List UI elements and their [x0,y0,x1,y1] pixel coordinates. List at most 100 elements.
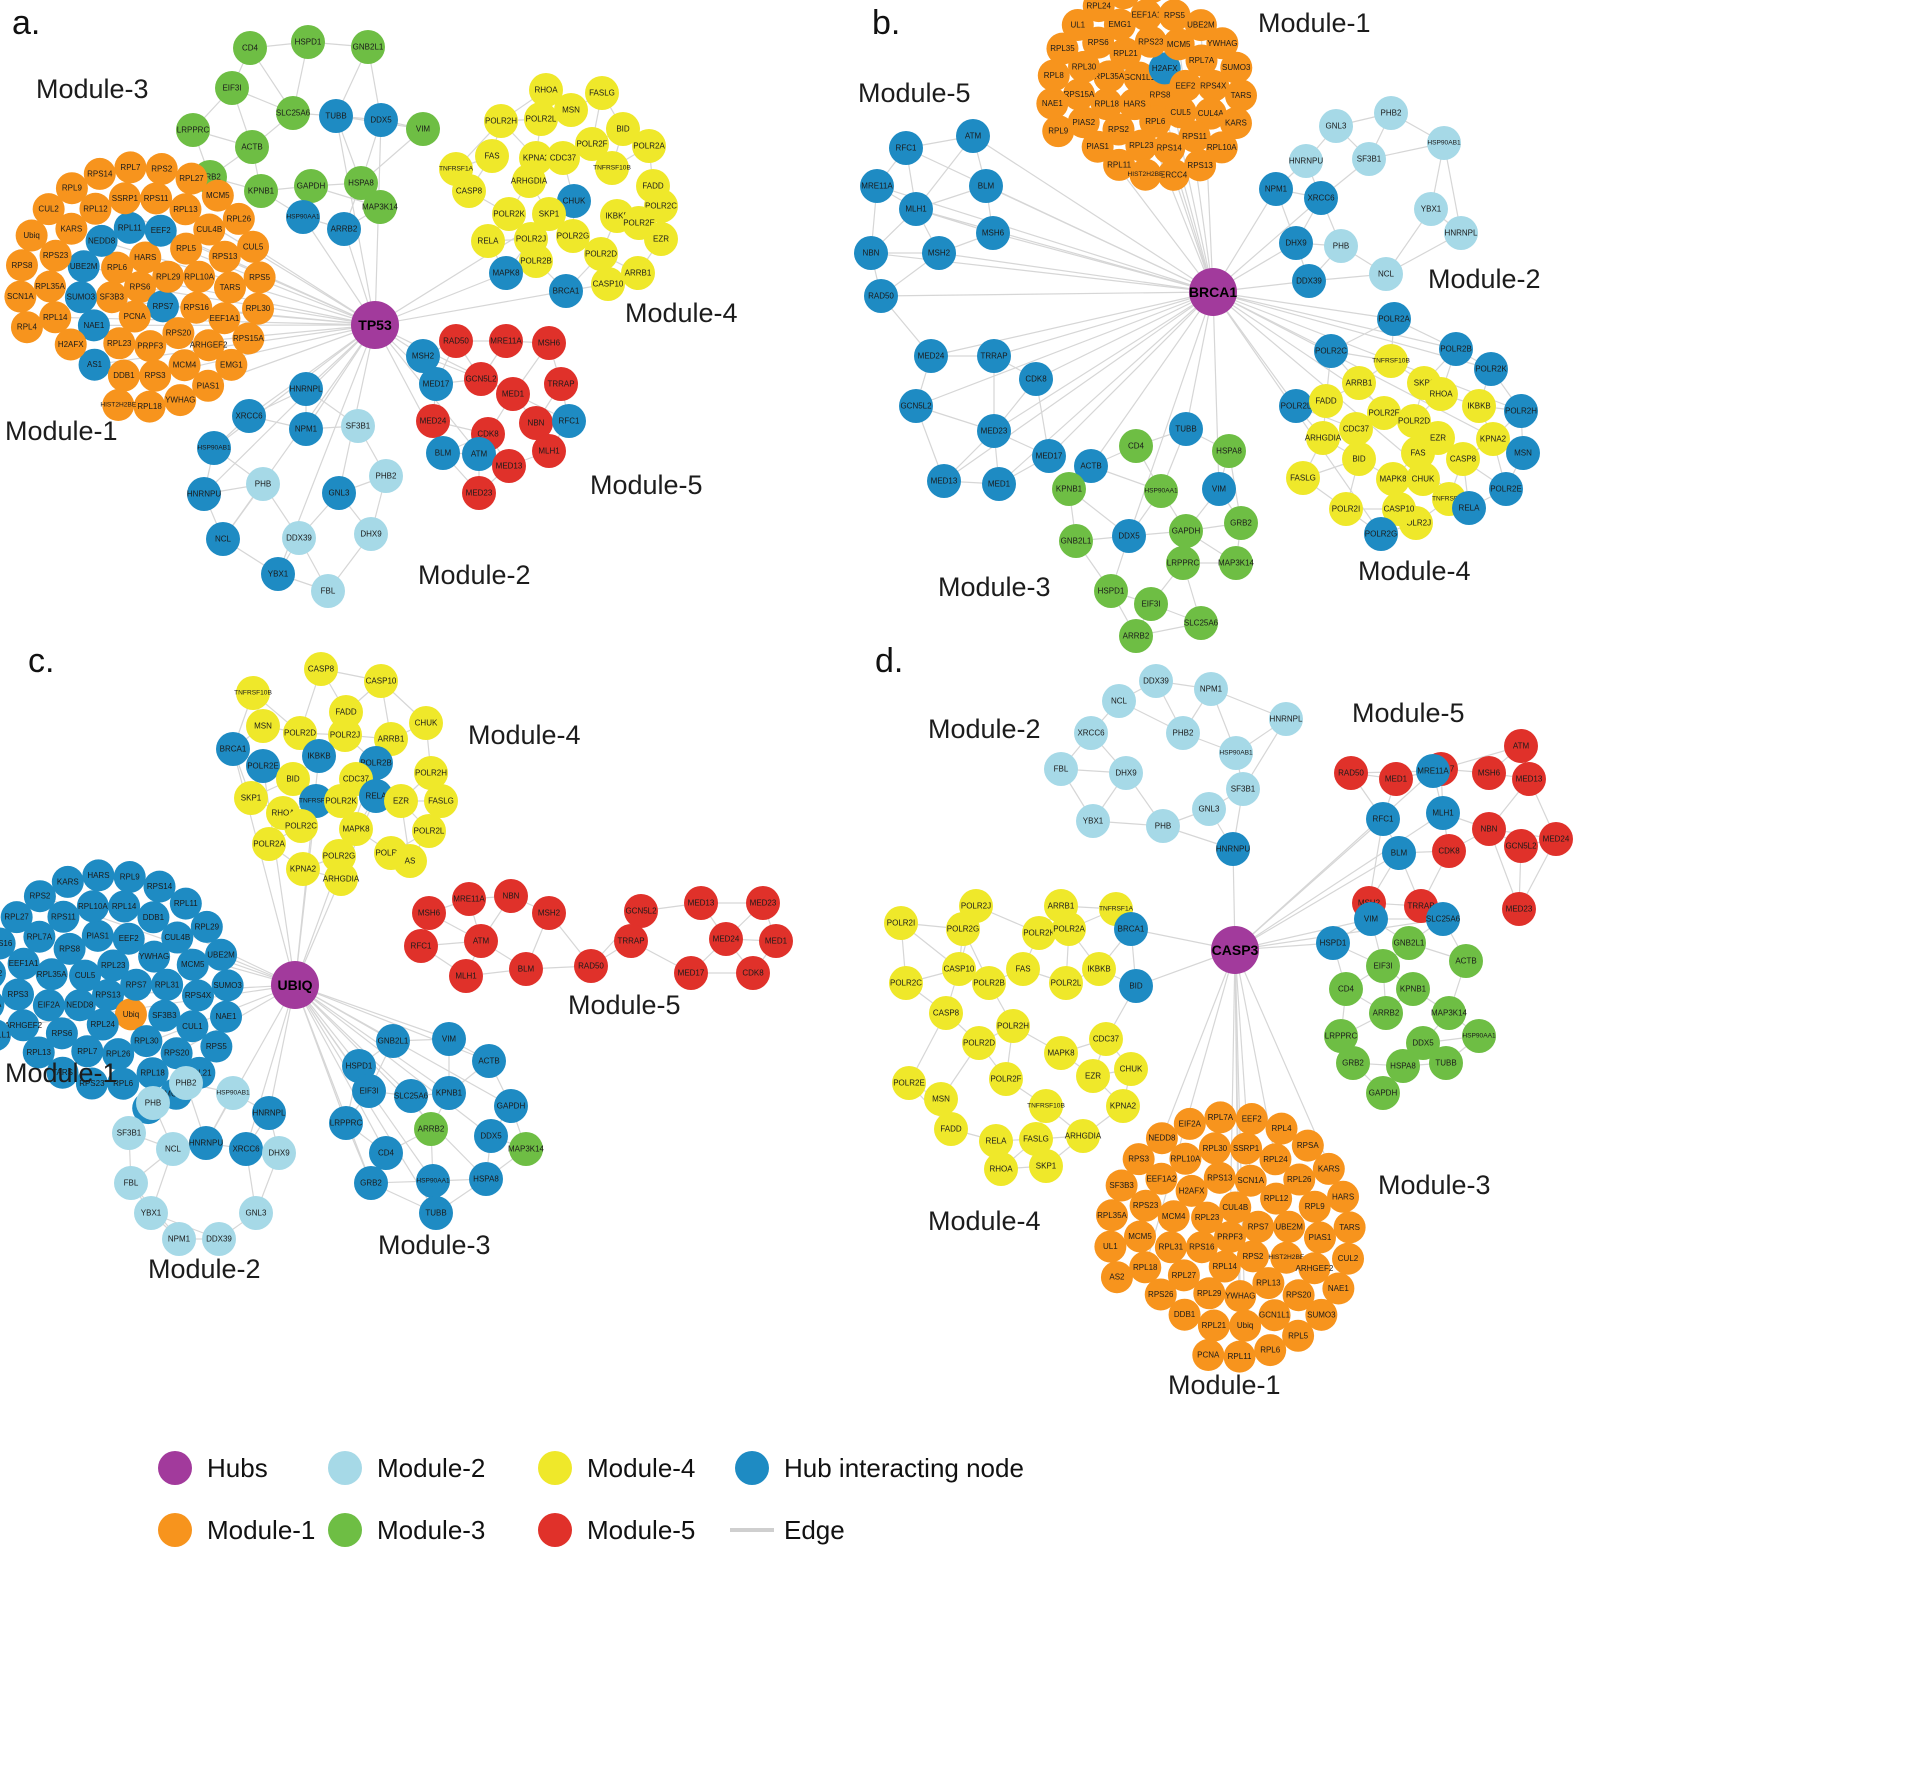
node-label-RPS23: RPS23 [43,251,69,260]
node-MLH1 [449,959,483,993]
node-NPM1 [1259,172,1293,206]
node-NEDD8 [1145,1122,1178,1155]
hub-edge [294,984,450,1094]
node-YWHAG [1206,27,1239,60]
node-label-POLR2J: POLR2J [516,235,546,244]
node-label-NAE1: NAE1 [83,321,104,330]
node-label-RPS20: RPS20 [1286,1291,1312,1300]
node-Ubiq [1229,1309,1262,1342]
module-label-c-module-2: Module-2 [148,1254,261,1284]
node-KARS [55,212,88,245]
node-POLR2B [1439,332,1473,366]
node-GCN5L2 [899,389,933,423]
node-PCNA [1192,1339,1225,1372]
node-GCN1L1 [0,1020,11,1051]
node-NBN [519,406,553,440]
node-GCN1L1 [1258,1299,1291,1332]
node-ARHGEF2 [192,329,225,362]
node-label-POLR2C: POLR2C [1315,347,1347,356]
node-BLM [509,952,543,986]
node-TRRAP [614,924,648,958]
node-label-RPS23: RPS23 [79,1079,105,1088]
node-label-FBL: FBL [1054,765,1069,774]
node-label-POLR2C: POLR2C [285,822,317,831]
node-BID [1342,442,1376,476]
node-label-ARHGDIA: ARHGDIA [323,875,360,884]
node-POLR2H [1504,394,1538,428]
node-HARS [1118,88,1151,121]
node-label-SKP1: SKP1 [1036,1162,1057,1171]
hub-edge [1128,291,1214,537]
node-GRB2 [354,1166,388,1200]
node-CUL5 [237,230,270,263]
node-HARS [82,859,115,892]
node-TARS [1224,79,1257,112]
node-POLR2I [1329,492,1363,526]
node-MED17 [1032,439,1066,473]
node-label-RPL14: RPL14 [43,313,68,322]
node-label-MAPK8: MAPK8 [492,269,520,278]
node-DDX39 [282,521,316,555]
node-HSPA8 [1386,1049,1420,1083]
node-label-RPS8: RPS8 [12,261,33,270]
node-label-CASP10: CASP10 [366,677,397,686]
node-KPNA2 [1106,1089,1140,1123]
node-label-CUL4A: CUL4A [0,1000,2,1009]
node-POLR2K [1474,352,1508,386]
node-label-UBE2M: UBE2M [207,950,235,959]
node-DHX9 [262,1136,296,1170]
node-RFC1 [889,131,923,165]
node-CASP8 [929,996,963,1030]
node-CUL1 [176,1010,209,1043]
node-H2AFX [1175,1174,1208,1207]
hub-edge [985,185,1214,293]
node-EEF1A1 [208,302,241,335]
node-CUL4B [193,213,226,246]
node-label-YBX1: YBX1 [1421,205,1442,214]
node-NPM1 [162,1222,196,1256]
node-label-BID: BID [1352,455,1366,464]
node-label-SLC25A6: SLC25A6 [394,1092,429,1101]
node-label-RHOA: RHOA [271,809,295,818]
hub-edge [880,291,1214,297]
node-SF3B3 [148,999,181,1032]
node-label-SCN1A: SCN1A [7,292,34,301]
node-label-MAPK8: MAPK8 [1047,1049,1075,1058]
node-label-KPNA2: KPNA2 [1480,435,1507,444]
node-label-ARHGEF2: ARHGEF2 [4,1021,42,1030]
node-label-RHOA: RHOA [989,1165,1013,1174]
node-RFC1 [552,404,586,438]
node-label-UBE2M: UBE2M [70,262,98,271]
node-CDC37 [1089,1022,1123,1056]
node-label-POLR2K: POLR2K [493,210,525,219]
node-label-FASLG: FASLG [589,89,615,98]
node-label-CHUK: CHUK [1120,1065,1143,1074]
node-label-HSP90AA1: HSP90AA1 [416,1178,450,1185]
node-label-MED1: MED1 [988,480,1011,489]
node-ARRB1 [621,256,655,290]
node-label-CDK8: CDK8 [1025,375,1047,384]
node-DDX39 [202,1222,236,1256]
panel-letter-b: b. [872,4,900,42]
node-YBX1 [261,557,295,591]
node-label-RELA: RELA [986,1137,1008,1146]
node-GNB2L1 [1392,926,1426,960]
node-RPS11 [1178,120,1211,153]
node-label-NPM1: NPM1 [1265,185,1288,194]
node-ARRB2 [1369,996,1403,1030]
node-HSPD1 [1316,926,1350,960]
node-label-RPS16: RPS16 [184,303,210,312]
node-label-NBN: NBN [503,892,520,901]
node-label-RPL27: RPL27 [1172,1271,1197,1280]
node-FADD [1309,384,1343,418]
node-RPS26 [1144,1278,1177,1311]
node-GAPDH [1169,514,1203,548]
node-UBE2M [1184,9,1217,42]
node-label-SLC25A6: SLC25A6 [1184,619,1219,628]
node-BRCA1 [1114,912,1148,946]
hub-edge [938,252,1214,293]
hub-edge [294,984,387,1154]
node-label-KPNA2: KPNA2 [290,865,317,874]
node-TARS [213,271,246,304]
node-label-H2AFX: H2AFX [1179,1186,1205,1195]
